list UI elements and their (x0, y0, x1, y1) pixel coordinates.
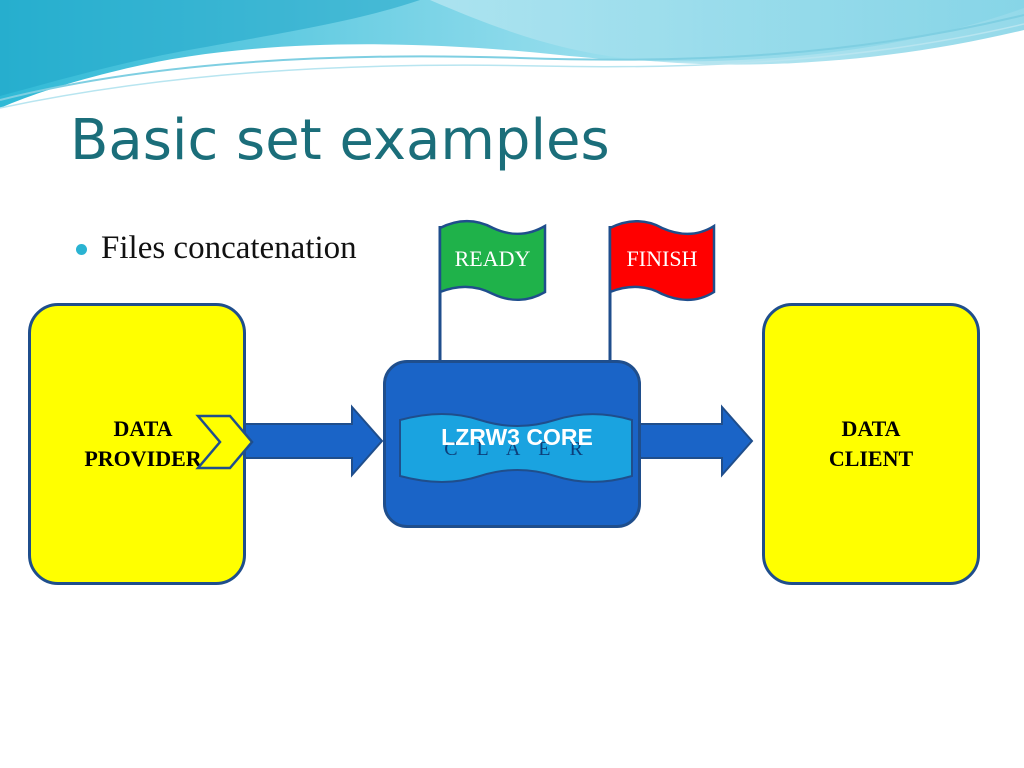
output-arrow (639, 404, 754, 478)
header-wave-decoration (0, 0, 1024, 109)
slide-title: Basic set examples (70, 108, 610, 173)
finish-flag (608, 220, 716, 301)
data-client-box: DATA CLIENT (762, 303, 980, 585)
bullet-text: Files concatenation (101, 230, 357, 266)
core-sublabel: C L A E R (444, 438, 590, 460)
ready-flag (438, 220, 547, 301)
bullet-dot-icon (76, 244, 87, 255)
core-label: LZRW3 CORE (441, 424, 593, 450)
data-provider-label: DATA PROVIDER (84, 416, 202, 471)
data-client-label: DATA CLIENT (828, 416, 914, 471)
finish-flag-label: FINISH (626, 246, 698, 271)
bullet-item: Files concatenation (76, 230, 357, 267)
data-provider-box: DATA PROVIDER (28, 303, 246, 585)
ready-flag-label: READY (454, 246, 531, 271)
